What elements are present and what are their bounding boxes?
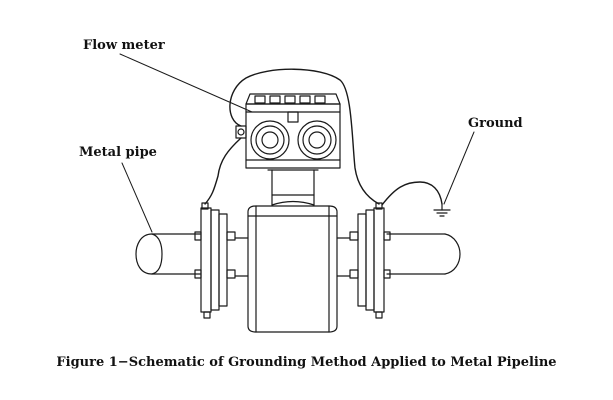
right-flange [336, 202, 391, 319]
left-flange [194, 202, 249, 319]
grounding-wire-right [381, 181, 443, 206]
left-pipe [135, 233, 201, 275]
flow-meter-leader [119, 53, 253, 113]
cable-gland-right [297, 120, 337, 160]
metal-pipe-label: Metal pipe [79, 145, 157, 160]
figure-caption: Figure 1−Schematic of Grounding Method A… [56, 355, 557, 370]
metal-pipe-leader [121, 162, 153, 233]
ground-label: Ground [468, 116, 523, 131]
leader-lines [119, 53, 475, 233]
transmitter-head [235, 93, 341, 169]
meter-neck [267, 169, 319, 206]
ground-leader [443, 131, 475, 205]
meter-body [247, 205, 338, 333]
flow-meter-label: Flow meter [83, 38, 165, 53]
ground-icon [433, 203, 451, 217]
right-pipe [386, 233, 461, 275]
grounding-wire-left [204, 68, 380, 205]
cable-gland-left [250, 120, 290, 160]
